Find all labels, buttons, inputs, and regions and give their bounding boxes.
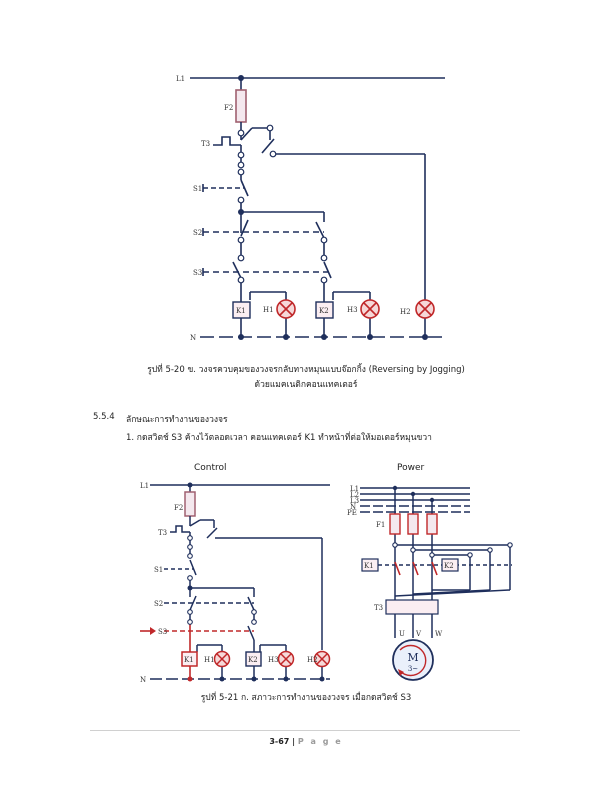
fig1-k2-label: K2 xyxy=(319,307,329,315)
page-word: P a g e xyxy=(297,737,343,746)
fig2-f2-label: F2 xyxy=(174,504,183,512)
section-title: ลักษณะการทำงานของวงจร xyxy=(126,415,228,425)
control-title: Control xyxy=(194,463,227,473)
power-title: Power xyxy=(397,463,425,473)
power-l2-label: L2 xyxy=(350,491,359,499)
figure-1-caption-line-1: รูปที่ 5-20 ข. วงจรควบคุมของวงจรกลับทางห… xyxy=(147,365,465,375)
fig1-h1-label: H1 xyxy=(263,306,274,314)
fig2-k2-label: K2 xyxy=(248,656,258,664)
figure-2-caption: รูปที่ 5-21 ก. สภาวะการทำงานของวงจร เมื่… xyxy=(200,693,412,703)
fig2-h1-label: H1 xyxy=(204,656,215,664)
power-l1-label: L1 xyxy=(350,485,359,493)
fig1-t3-label: T3 xyxy=(201,140,210,148)
page-footer: 3-67 | P a g e xyxy=(0,737,612,746)
motor-symbol-label: M xyxy=(407,651,418,664)
fig1-s3-label: S3 xyxy=(193,269,202,277)
footer-divider xyxy=(90,730,520,731)
figure-2-diagram: L1 F2 T3 S1 S2 S3 K1 K2 H1 H3 H2 N xyxy=(140,482,513,684)
power-k2-label: K2 xyxy=(444,562,454,570)
fig1-s2-label: S2 xyxy=(193,229,202,237)
fig1-h2-label: H2 xyxy=(400,308,411,316)
motor-v-label: V xyxy=(415,630,422,638)
fig1-l1-label: L1 xyxy=(176,75,185,83)
fig1-s1-label: S1 xyxy=(193,185,202,193)
section-item-1: 1. กดสวิตช์ S3 ค้างไว้ตลอดเวลา คอนแทคเตอ… xyxy=(126,433,432,443)
fig2-s1-label: S1 xyxy=(154,566,163,574)
power-k1-label: K1 xyxy=(364,562,374,570)
fig1-k1-label: K1 xyxy=(236,307,246,315)
section-number: 5.5.4 xyxy=(93,412,115,422)
figure-1-caption-line-2: ด้วยแมคเนติกคอนแทคเตอร์ xyxy=(254,380,358,390)
motor-w-label: W xyxy=(435,630,443,638)
fig1-n-label: N xyxy=(190,334,196,342)
motor-3phase-label: 3~ xyxy=(408,665,418,673)
fig2-k1-label: K1 xyxy=(184,656,194,664)
fig2-n-label: N xyxy=(140,676,146,684)
figure-1-diagram: L1 F2 T3 S1 S2 S3 K1 K2 H1 H3 H2 N xyxy=(176,75,445,342)
power-l3-label: L3 xyxy=(350,497,359,505)
fig2-l1-label: L1 xyxy=(140,482,149,490)
motor-u-label: U xyxy=(399,630,405,638)
power-n-label: N xyxy=(350,503,356,511)
fig2-s3-label: S3 xyxy=(158,628,167,636)
power-t3-label: T3 xyxy=(374,604,383,612)
page-number: 3-67 xyxy=(269,737,290,746)
power-pe-label: PE xyxy=(347,509,357,517)
fig1-f2-label: F2 xyxy=(224,104,233,112)
fig2-s2-label: S2 xyxy=(154,600,163,608)
fig2-t3-label: T3 xyxy=(158,529,167,537)
power-f1-label: F1 xyxy=(376,521,385,529)
fig2-h2-label: H2 xyxy=(307,656,318,664)
fig1-h3-label: H3 xyxy=(347,306,358,314)
footer-separator: | xyxy=(289,737,298,746)
fig2-h3-label: H3 xyxy=(268,656,279,664)
